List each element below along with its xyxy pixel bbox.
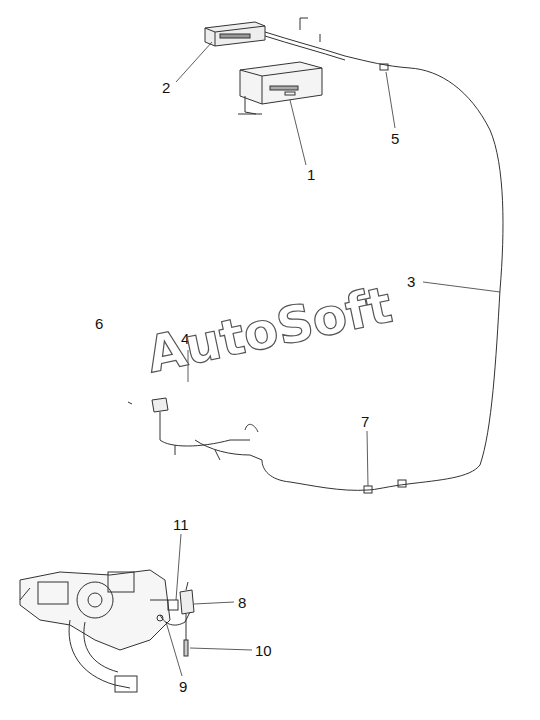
callout-number: 9 [179,679,187,694]
callout-number: 11 [173,517,189,532]
callout-number: 5 [391,131,399,146]
callout-number: 8 [238,595,246,610]
callout-number: 10 [255,643,272,658]
watermark: AutoSoft [143,279,397,380]
callout-number: 7 [361,414,369,429]
callout-number: 2 [162,80,170,95]
callout-number: 1 [307,167,315,182]
callout-number: 3 [407,274,415,289]
callout-number: 6 [95,316,103,331]
